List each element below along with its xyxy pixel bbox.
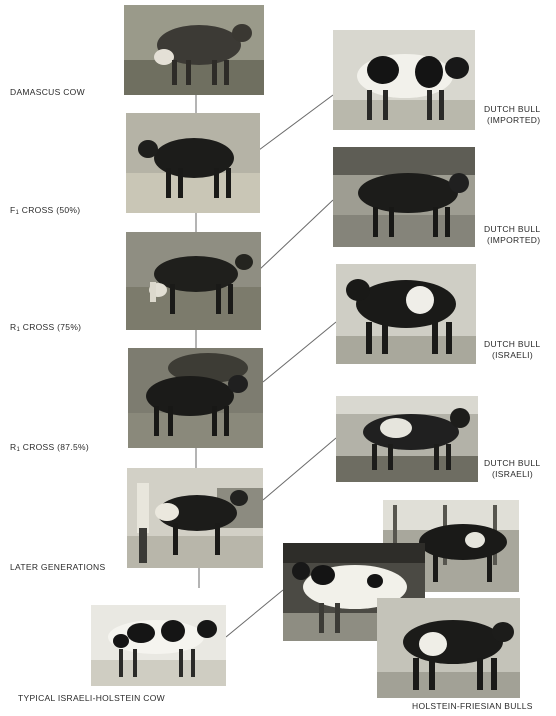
bull-3-line1: DUTCH BULL [484, 339, 540, 350]
dutch-bull-imported-2-label: DUTCH BULL (IMPORTED) [484, 224, 540, 246]
bull-1-line1: DUTCH BULL [484, 104, 540, 115]
r1-cross-75-label: R1 CROSS (75%) [10, 322, 81, 336]
r1-cross-875-photo [128, 348, 263, 448]
bull-4-line1: DUTCH BULL [484, 458, 540, 469]
r1-cross-875-label: R1 CROSS (87.5%) [10, 442, 89, 456]
r1-cross-75-photo [126, 232, 261, 330]
bull-1-line2: (IMPORTED) [484, 115, 540, 126]
damascus-cow-photo [124, 5, 264, 95]
dutch-bull-israeli-1-label: DUTCH BULL (ISRAELI) [484, 339, 540, 361]
holstein-friesian-bulls-label: HOLSTEIN-FRIESIAN BULLS [412, 701, 533, 712]
bull-link-3 [263, 322, 336, 382]
typical-israeli-holstein-label: TYPICAL ISRAELI-HOLSTEIN COW [18, 693, 165, 704]
dutch-bull-imported-2-photo [333, 147, 475, 247]
bull-link-4 [263, 438, 336, 500]
dutch-bull-israeli-2-photo [336, 396, 478, 482]
bull-2-line1: DUTCH BULL [484, 224, 540, 235]
bull-link-1 [259, 95, 333, 150]
bull-link-5 [226, 590, 283, 637]
later-generations-photo [127, 468, 263, 568]
f1-cross-photo [126, 113, 260, 213]
damascus-cow-label: DAMASCUS COW [10, 87, 85, 98]
bull-2-line2: (IMPORTED) [484, 235, 540, 246]
holstein-bull-bottom-photo [377, 598, 520, 698]
f1-cross-label: F1 CROSS (50%) [10, 205, 80, 219]
bull-3-line2: (ISRAELI) [484, 350, 540, 361]
typical-israeli-holstein-photo [91, 605, 226, 686]
later-generations-label: LATER GENERATIONS [10, 562, 105, 573]
bull-4-line2: (ISRAELI) [484, 469, 540, 480]
dutch-bull-israeli-1-photo [336, 264, 476, 364]
dutch-bull-imported-1-photo [333, 30, 475, 130]
dutch-bull-israeli-2-label: DUTCH BULL (ISRAELI) [484, 458, 540, 480]
dutch-bull-imported-1-label: DUTCH BULL (IMPORTED) [484, 104, 540, 126]
bull-link-2 [259, 200, 333, 270]
